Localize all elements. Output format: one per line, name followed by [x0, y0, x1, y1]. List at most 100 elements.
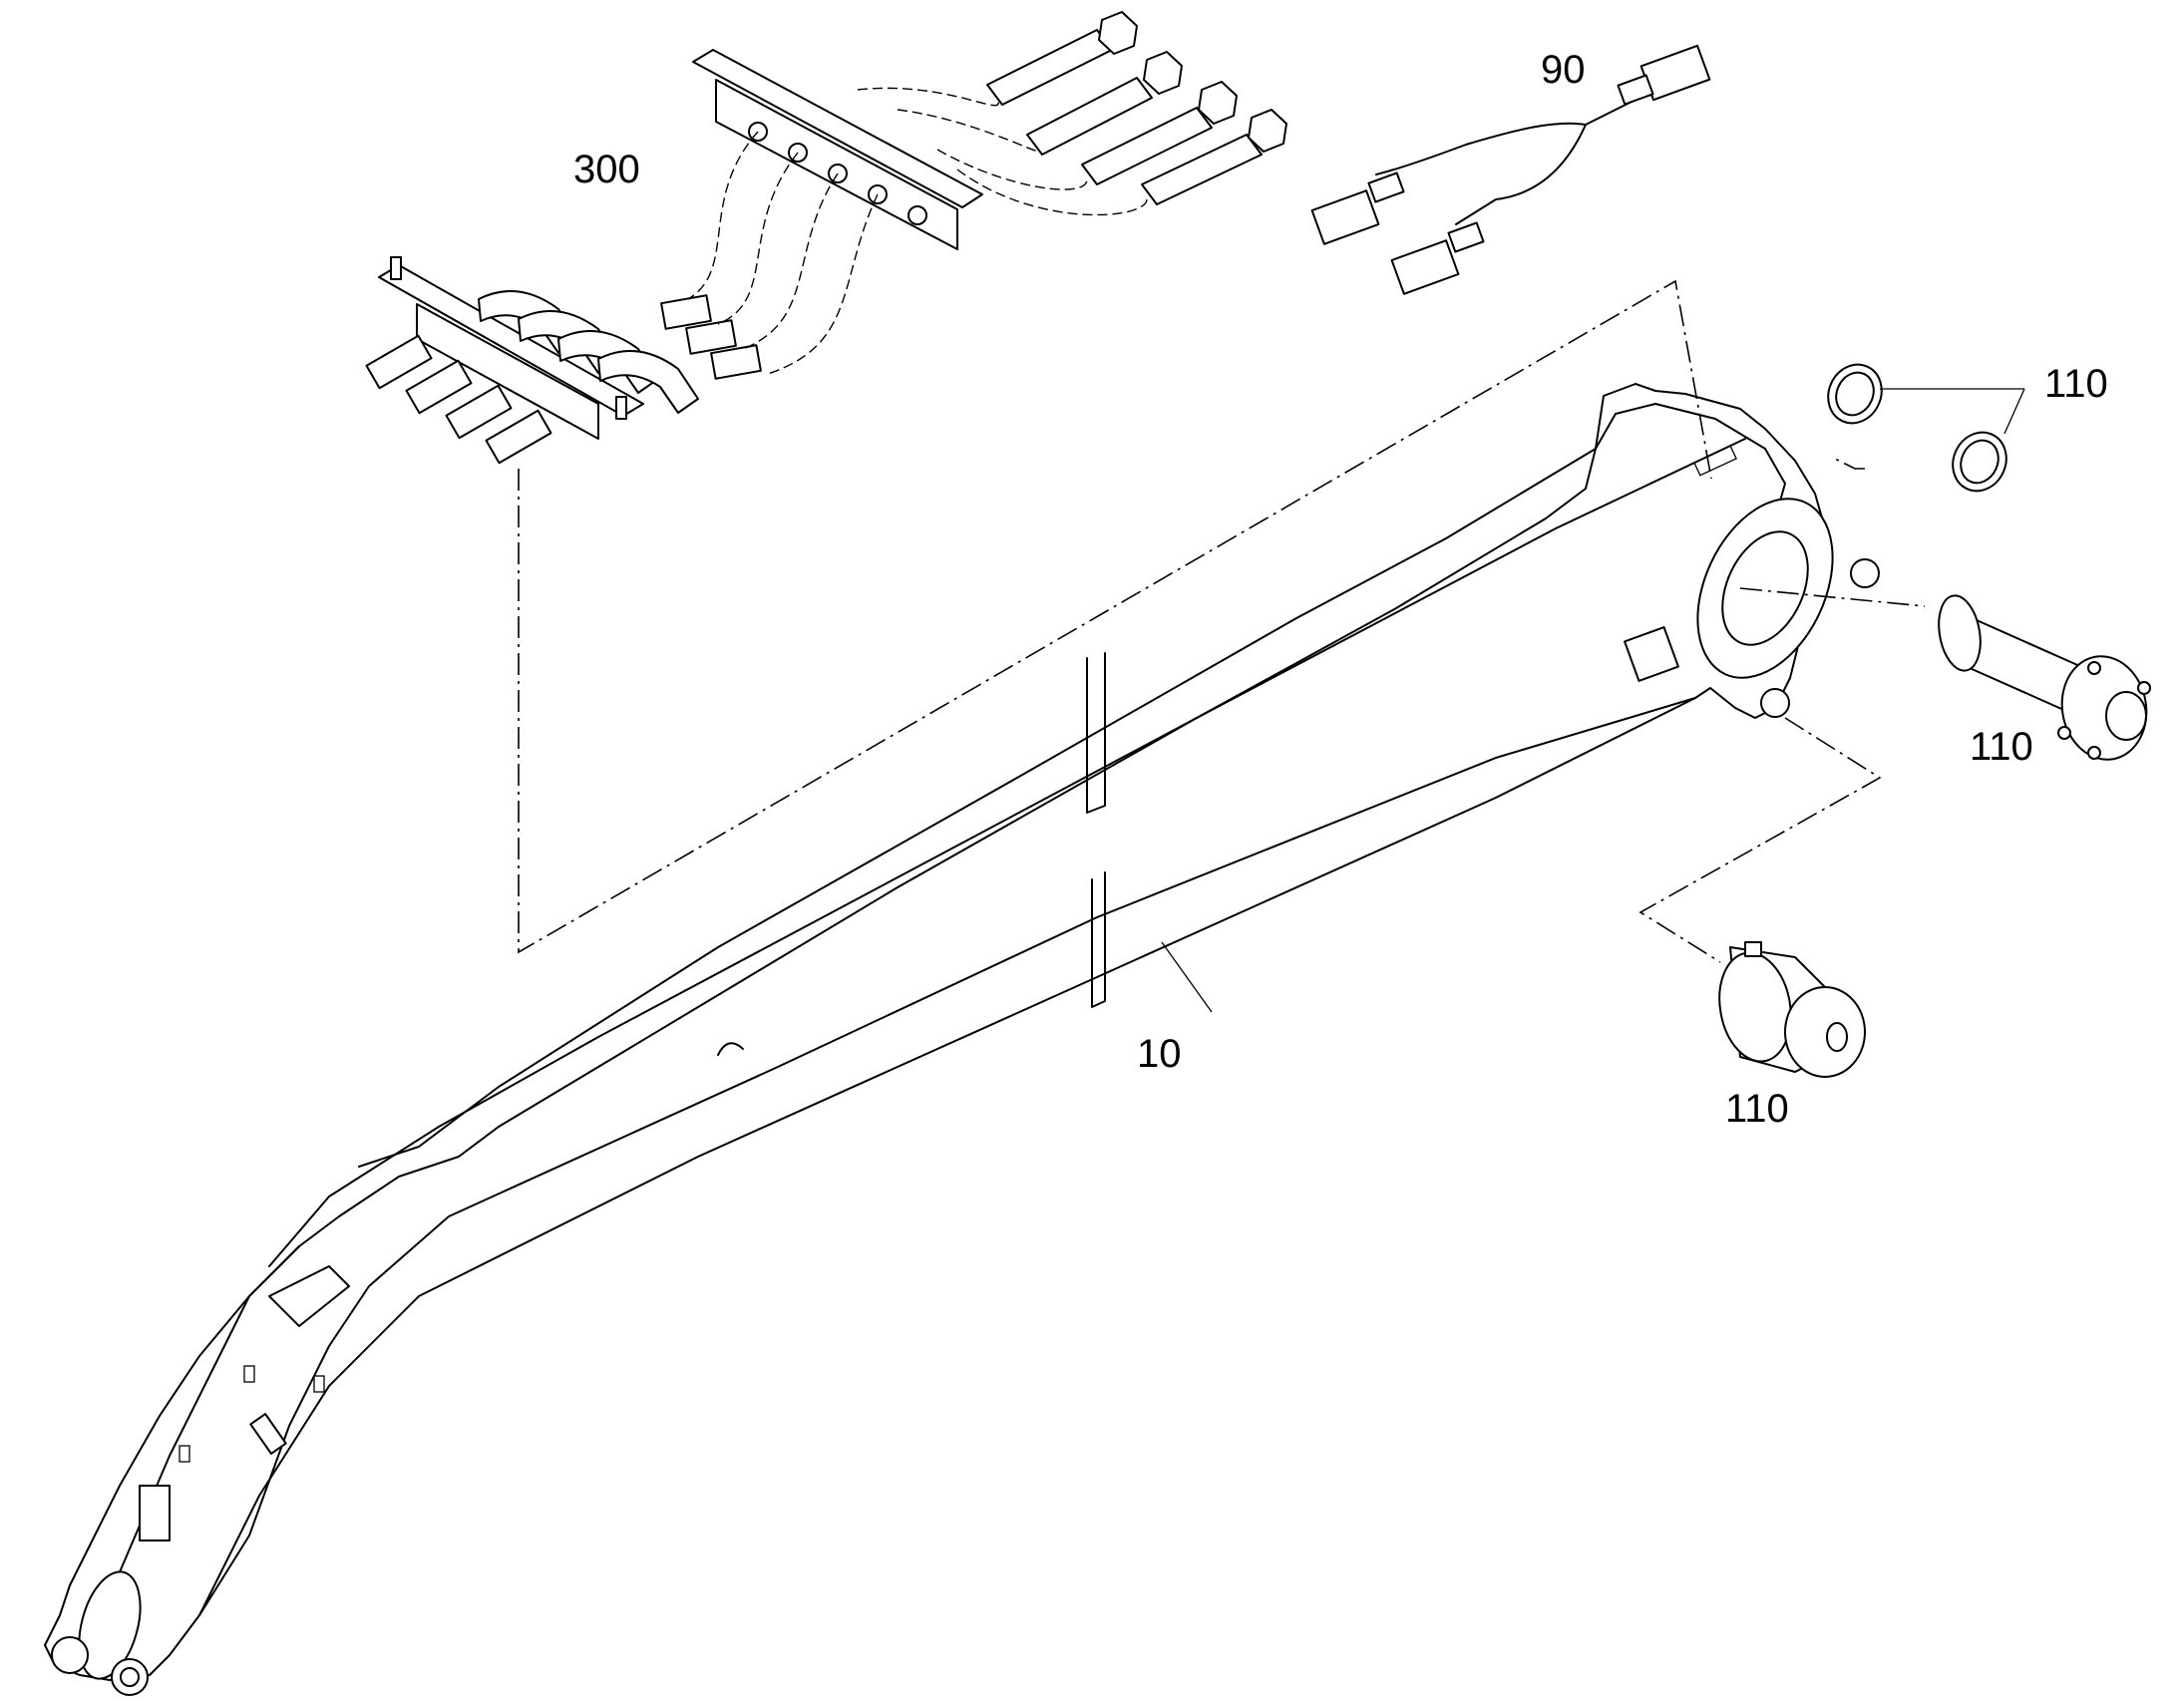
- harness-plug-left: [1310, 189, 1380, 245]
- hose-sleeve-l3: [710, 344, 762, 380]
- bushing-bore: [1826, 1022, 1848, 1052]
- hose-route-5: [857, 87, 999, 107]
- hose-upper-4: [1141, 134, 1263, 205]
- pin-bolt-3: [2087, 746, 2101, 760]
- boom-connector-block: [1624, 626, 1679, 682]
- hose-route-8: [956, 169, 1148, 216]
- boom-tip-window: [268, 1265, 350, 1327]
- callout-boom: 10: [1137, 1032, 1182, 1076]
- hose-stub-1: [365, 334, 433, 390]
- callout-pin-main: 110: [1970, 725, 2033, 769]
- o-ring-1: [1827, 363, 1883, 425]
- harness-plug-left-neck: [1367, 171, 1405, 203]
- clamp-stud-1: [390, 256, 402, 280]
- hose-route-4: [767, 193, 879, 375]
- hose-nut-2: [1143, 51, 1183, 95]
- hose-route-3: [742, 172, 839, 350]
- clamp-hole-u1: [748, 122, 768, 142]
- hose-nut-1: [1098, 11, 1138, 55]
- hose-nut-3: [1198, 81, 1238, 125]
- clamp-block-lower: [416, 303, 599, 440]
- boom-root-plate: [1595, 403, 1786, 519]
- pin-bolt-2: [2137, 681, 2151, 695]
- bushing-grease-nipple: [1744, 941, 1762, 957]
- boom-lower-chord: [198, 697, 1696, 1616]
- pin-bolt-4: [2057, 726, 2071, 740]
- hose-stub-4: [485, 409, 552, 465]
- callout-labels: 10 90 110 110 110 300: [573, 48, 2108, 1131]
- hose-stub-2: [405, 359, 473, 415]
- o-ring-1-inner: [1835, 371, 1875, 417]
- clamp-hole-u4: [868, 184, 888, 204]
- hose-fittings-upper: [986, 11, 1287, 205]
- clamp-hole-u3: [828, 164, 848, 183]
- alignment-lines: [518, 279, 1926, 963]
- bushing-face: [1784, 986, 1866, 1078]
- hose-sleeve-l2: [685, 319, 737, 355]
- harness-plug-lower-neck: [1447, 221, 1485, 253]
- hose-route-7: [936, 149, 1088, 190]
- hose-upper-2: [1026, 77, 1153, 156]
- callout-o-rings: 110: [2044, 362, 2108, 406]
- boom-panel-seam-2: [1091, 871, 1106, 1008]
- hose-clamp-assembly: [365, 11, 1287, 465]
- boom-root-boss: [1721, 530, 1809, 646]
- boom-tip-plate-1: [139, 1485, 171, 1541]
- boom-pivot-hole: [1760, 688, 1790, 718]
- harness-main-cable: [1465, 99, 1636, 146]
- pin-assembly-main: [1938, 594, 2151, 761]
- hose-route-2: [717, 152, 799, 325]
- boom-tip-pin-right: [111, 1658, 149, 1696]
- o-ring-2: [1952, 431, 2007, 493]
- boom-assembly: [44, 383, 1880, 1696]
- hose-nut-4: [1248, 109, 1287, 153]
- boom-tip-pin-right-inner: [120, 1667, 140, 1687]
- harness-plug-top-neck: [1617, 74, 1654, 106]
- harness-plug-lower: [1390, 239, 1460, 295]
- clamp-hole-u5: [908, 205, 927, 225]
- boom-top-edge: [358, 448, 1597, 1168]
- callout-boom-leader: [1161, 941, 1213, 1013]
- wiring-harness: [1310, 44, 1711, 295]
- boom-panel-seam-1: [1086, 652, 1106, 814]
- boom-hatch-top: [1693, 445, 1737, 477]
- boom-tip-bore: [78, 1570, 142, 1680]
- callout-harness: 90: [1541, 48, 1586, 92]
- harness-branch-upper: [1375, 144, 1467, 175]
- boom-tip-tab-1: [243, 1365, 255, 1383]
- hose-fitting-4: [597, 350, 699, 414]
- hose-route-6: [897, 109, 1039, 153]
- o-rings: [1827, 363, 2025, 493]
- align-root-to-bushing: [1638, 717, 1882, 963]
- boom-root-bracket: [1696, 498, 1834, 679]
- boom-tip-tab-3: [179, 1445, 190, 1463]
- boom-tip-tab-2: [313, 1375, 325, 1393]
- clamp-stud-2: [615, 396, 627, 420]
- o-ring-2-inner: [1960, 439, 1999, 485]
- bushing-lower: [1718, 941, 1866, 1078]
- o-ring-leader-2: [2003, 388, 2025, 435]
- callout-bushing: 110: [1725, 1087, 1789, 1131]
- harness-branch-lower: [1455, 124, 1587, 225]
- pin-end-plate: [2060, 655, 2148, 761]
- pin-end-boss: [2105, 691, 2147, 741]
- hose-fittings-lower: [365, 290, 762, 465]
- clamp-hole-u2: [788, 143, 808, 163]
- boom-lifting-eye: [717, 1042, 744, 1056]
- pin-bolt-1: [2087, 661, 2101, 675]
- boom-upper-chord: [268, 438, 1746, 1267]
- callout-hose-clamp: 300: [573, 148, 640, 191]
- clamp-bar-upper: [692, 49, 983, 208]
- hose-fitting-3: [557, 330, 659, 394]
- hose-upper-1: [986, 29, 1113, 106]
- pin-head-flange: [1938, 594, 1982, 672]
- align-hose-to-boom: [518, 279, 1712, 954]
- boom-tip-pin-left: [51, 1636, 89, 1674]
- align-pin-to-root: [1739, 587, 1926, 607]
- boom-tip-plate-2: [249, 1413, 287, 1455]
- align-ring-to-root: [1834, 458, 1865, 470]
- hose-upper-3: [1081, 107, 1213, 185]
- hose-sleeve-l1: [660, 294, 712, 330]
- boom-body: [44, 383, 1826, 1681]
